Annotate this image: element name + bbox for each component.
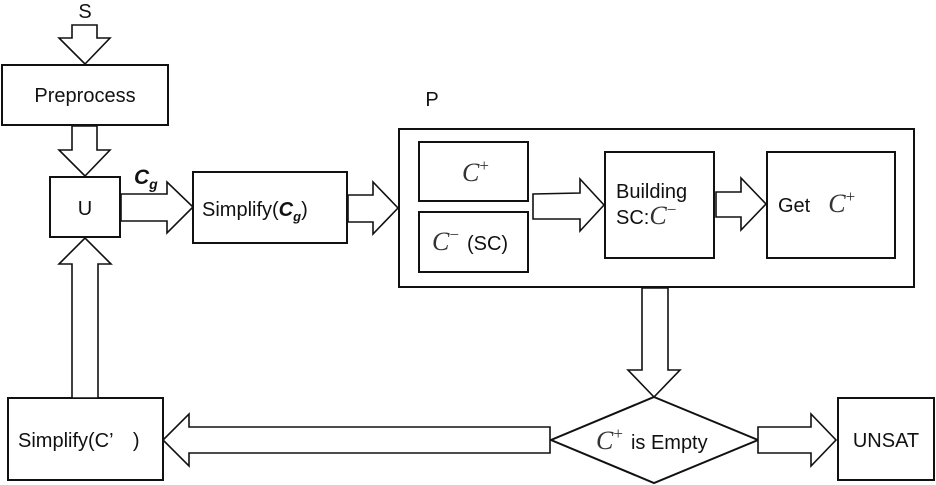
cg-edge-base: C [134, 166, 150, 189]
c-plus-box [418, 141, 529, 202]
simplify-cg-subscript: g [292, 209, 301, 224]
preprocess-label: Preprocess [34, 85, 135, 107]
arrow-u-to-simplify-cg [120, 180, 195, 235]
cg-edge-subscript: g [148, 176, 158, 192]
c-minus-base: C [432, 227, 450, 256]
decision-suffix: is Empty [631, 432, 708, 454]
get-c-plus-box [766, 151, 896, 259]
c-plus-sup: + [479, 156, 489, 175]
decision-label: C+ is Empty [596, 424, 708, 455]
unsat-label: UNSAT [853, 430, 919, 452]
arrow-simplify-cg-to-p [347, 180, 400, 236]
building-base: C [649, 201, 667, 230]
simplify-cg-suffix: ) [301, 199, 308, 221]
c-minus-node: C−(SC) [418, 211, 529, 273]
preprocess-node: Preprocess [1, 64, 169, 126]
building-line1: Building [616, 181, 687, 203]
simplify-cg-box [192, 171, 348, 244]
arrow-s-to-preprocess [57, 24, 112, 66]
arrow-simplify-c-prime-to-u [57, 236, 113, 399]
arrow-decision-to-unsat [757, 412, 838, 468]
c-minus-suffix: (SC) [467, 233, 508, 255]
building-box [604, 151, 715, 259]
cg-edge-label: Cg [134, 166, 158, 192]
simplify-cg-label: Simplify(Cg) [202, 199, 308, 224]
simplify-c-prime-box [7, 397, 164, 481]
decision-base: C [596, 426, 614, 455]
u-node: U [49, 176, 121, 238]
get-c-plus-label: Get C+ [778, 187, 855, 218]
u-label: U [78, 198, 92, 220]
simplify-cg-base: C [279, 199, 294, 221]
get-prefix: Get [778, 195, 811, 217]
simplify-c-prime-node: Simplify(C’ ) [7, 397, 164, 481]
c-minus-box [418, 211, 529, 273]
c-plus-node: C+ [418, 141, 529, 202]
simplify-cg-node: Simplify(Cg) [192, 171, 348, 244]
arrow-p-to-decision [626, 287, 682, 399]
c-minus-sup: − [449, 225, 459, 244]
building-prefix: SC: [616, 207, 649, 229]
input-label-s: S [78, 1, 91, 23]
unsat-box [837, 397, 935, 481]
arrow-preprocess-to-u [57, 125, 112, 178]
p-group-label: P [425, 89, 438, 111]
decision-diamond [548, 395, 761, 485]
get-base: C [828, 189, 846, 218]
decision-node: C+ is Empty [548, 395, 761, 485]
preprocess-box [1, 64, 169, 126]
c-plus-base: C [462, 158, 480, 187]
c-plus-label: C+ [462, 156, 489, 187]
building-line2: SC:C− [616, 200, 676, 230]
simplify-cg-prefix: Simplify( [202, 199, 279, 221]
arrow-c-to-building [532, 176, 606, 234]
get-sup: + [846, 187, 856, 206]
c-minus-label: C−(SC) [432, 225, 508, 256]
get-c-plus-node: Get C+ [766, 151, 896, 259]
arrow-decision-to-simplify-c-prime [161, 412, 551, 468]
simplify-c-prime-label: Simplify(C’ ) [18, 430, 139, 452]
decision-sup: + [613, 424, 623, 443]
unsat-node: UNSAT [837, 397, 935, 481]
building-node: Building SC:C− [604, 151, 715, 259]
u-box [49, 176, 121, 238]
arrow-building-to-get [715, 176, 768, 232]
building-sup: − [667, 200, 677, 219]
